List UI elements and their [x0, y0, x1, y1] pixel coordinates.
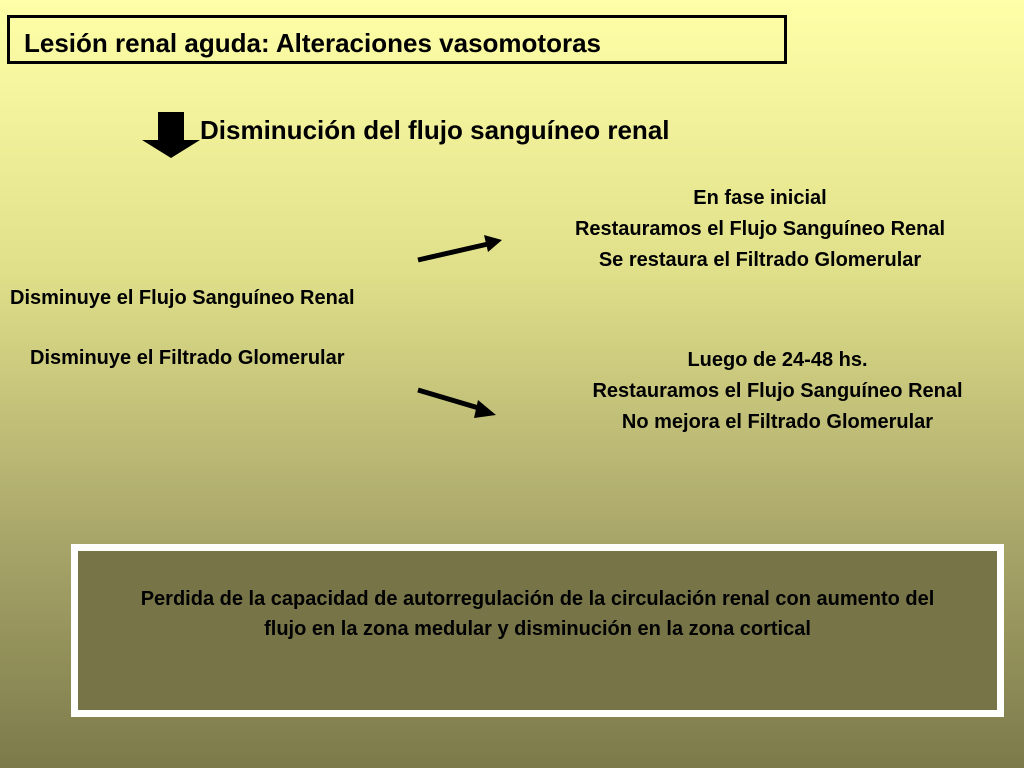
- branch-later: Luego de 24-48 hs. Restauramos el Flujo …: [520, 345, 1024, 438]
- branch-later-line: Luego de 24-48 hs.: [687, 349, 868, 371]
- conclusion-box: Perdida de la capacidad de autorregulaci…: [71, 544, 1004, 717]
- down-arrow-icon: [140, 110, 202, 165]
- down-right-arrow-icon: [410, 380, 510, 430]
- branch-initial-line: Se restaura el Filtrado Glomerular: [598, 249, 922, 271]
- conclusion-text: Perdida de la capacidad de autorregulaci…: [140, 588, 935, 640]
- slide-title: Lesión renal aguda: Alteraciones vasomot…: [24, 28, 601, 58]
- up-right-arrow-icon: [410, 230, 510, 275]
- branch-initial: En fase inicial Restauramos el Flujo San…: [505, 183, 1015, 276]
- slide-title-box: Lesión renal aguda: Alteraciones vasomot…: [7, 15, 787, 64]
- branch-later-line: Restauramos el Flujo Sanguíneo Renal: [592, 380, 963, 402]
- subtitle: Disminución del flujo sanguíneo renal: [200, 115, 670, 145]
- branch-initial-line: Restauramos el Flujo Sanguíneo Renal: [574, 218, 946, 240]
- left-label-flow: Disminuye el Flujo Sanguíneo Renal: [10, 287, 355, 309]
- branch-later-line: No mejora el Filtrado Glomerular: [621, 411, 934, 433]
- left-label-filtration: Disminuye el Filtrado Glomerular: [30, 347, 345, 369]
- branch-initial-line: En fase inicial: [693, 187, 827, 209]
